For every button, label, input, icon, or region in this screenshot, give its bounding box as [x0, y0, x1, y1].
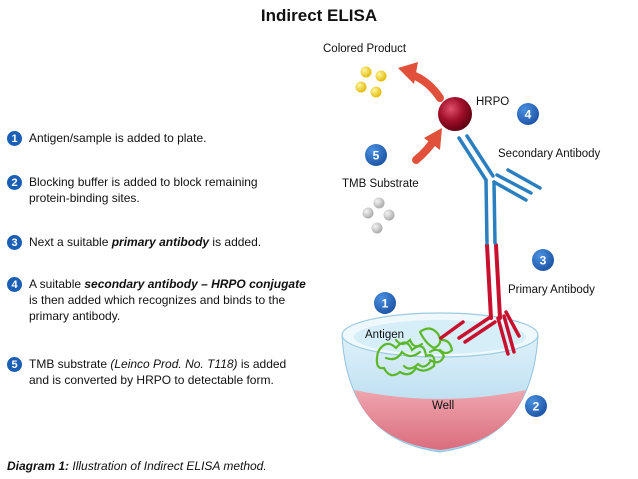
step-badge-2: 2: [7, 175, 22, 190]
step-1-text: Antigen/sample is added to plate.: [29, 130, 206, 146]
step-5-line2: and is converted by HRPO to detectable f…: [29, 373, 274, 387]
step-5-text: TMB substrate (Leinco Prod. No. T118) is…: [29, 356, 286, 388]
secondary-antibody: [457, 134, 542, 245]
primary-antibody-label: Primary Antibody: [508, 284, 595, 296]
badge-3-number: 3: [540, 254, 547, 268]
badge-5-number: 5: [373, 149, 380, 163]
step-3-post: is added.: [209, 235, 262, 249]
step-5-pre: TMB substrate: [29, 357, 111, 371]
step-4-bold: secondary antibody – HRPO conjugate: [84, 277, 306, 291]
badge-1: 1: [374, 292, 396, 314]
badge-5: 5: [365, 144, 387, 166]
step-3-text: Next a suitable primary antibody is adde…: [29, 234, 261, 250]
caption-rest: Illustration of Indirect ELISA method.: [69, 459, 267, 473]
tmb-substrate-label: TMB Substrate: [342, 178, 419, 190]
hrpo-sphere: [438, 97, 472, 131]
step-1-line: Antigen/sample is added to plate.: [29, 131, 207, 145]
page-title: Indirect ELISA: [260, 6, 378, 25]
badge-3: 3: [532, 249, 554, 271]
caption-bold: Diagram 1:: [7, 459, 70, 473]
badge-2-number: 2: [533, 400, 540, 414]
step-5-post: is added: [237, 357, 287, 371]
step-2: 2 Blocking buffer is added to block rema…: [7, 174, 342, 206]
step-badge-4: 4: [7, 277, 22, 292]
step-4-line3: primary antibody.: [29, 309, 121, 323]
step-5-italic: (Leinco Prod. No. T118): [110, 357, 238, 371]
step-3: 3 Next a suitable primary antibody is ad…: [7, 234, 342, 250]
step-badge-3: 3: [7, 235, 22, 250]
step-1: 1 Antigen/sample is added to plate.: [7, 130, 342, 146]
step-2-line1: Blocking buffer is added to block remain…: [29, 175, 258, 189]
step-badge-1: 1: [7, 131, 22, 146]
step-4-text: A suitable secondary antibody – HRPO con…: [29, 276, 306, 324]
antigen-cluster: [375, 327, 454, 377]
step-5: 5 TMB substrate (Leinco Prod. No. T118) …: [7, 356, 342, 388]
badge-4-number: 4: [525, 108, 532, 122]
step-3-pre: Next a suitable: [29, 235, 112, 249]
colored-product-label: Colored Product: [323, 43, 407, 55]
secondary-antibody-label: Secondary Antibody: [498, 148, 601, 160]
colored-product-dots: [355, 66, 387, 98]
step-2-line2: protein-binding sites.: [29, 191, 140, 205]
figure-caption: Diagram 1: Illustration of Indirect ELIS…: [7, 459, 267, 473]
badge-4: 4: [517, 103, 539, 125]
product-arrow: [398, 62, 444, 102]
step-2-text: Blocking buffer is added to block remain…: [29, 174, 258, 206]
step-4-pre: A suitable: [29, 277, 85, 291]
hrpo-label: HRPO: [476, 96, 509, 108]
step-4-line2: is then added which recognizes and binds…: [29, 293, 286, 307]
antigen-label: Antigen: [365, 329, 404, 341]
step-3-bold: primary antibody: [111, 235, 210, 249]
badge-2: 2: [525, 395, 547, 417]
step-4: 4 A suitable secondary antibody – HRPO c…: [7, 276, 342, 324]
step-badge-5: 5: [7, 357, 22, 372]
substrate-arrow: [412, 128, 442, 164]
primary-antibody: [439, 243, 521, 356]
badge-1-number: 1: [382, 297, 389, 311]
substrate-dots: [362, 197, 395, 234]
well-label: Well: [432, 400, 454, 412]
